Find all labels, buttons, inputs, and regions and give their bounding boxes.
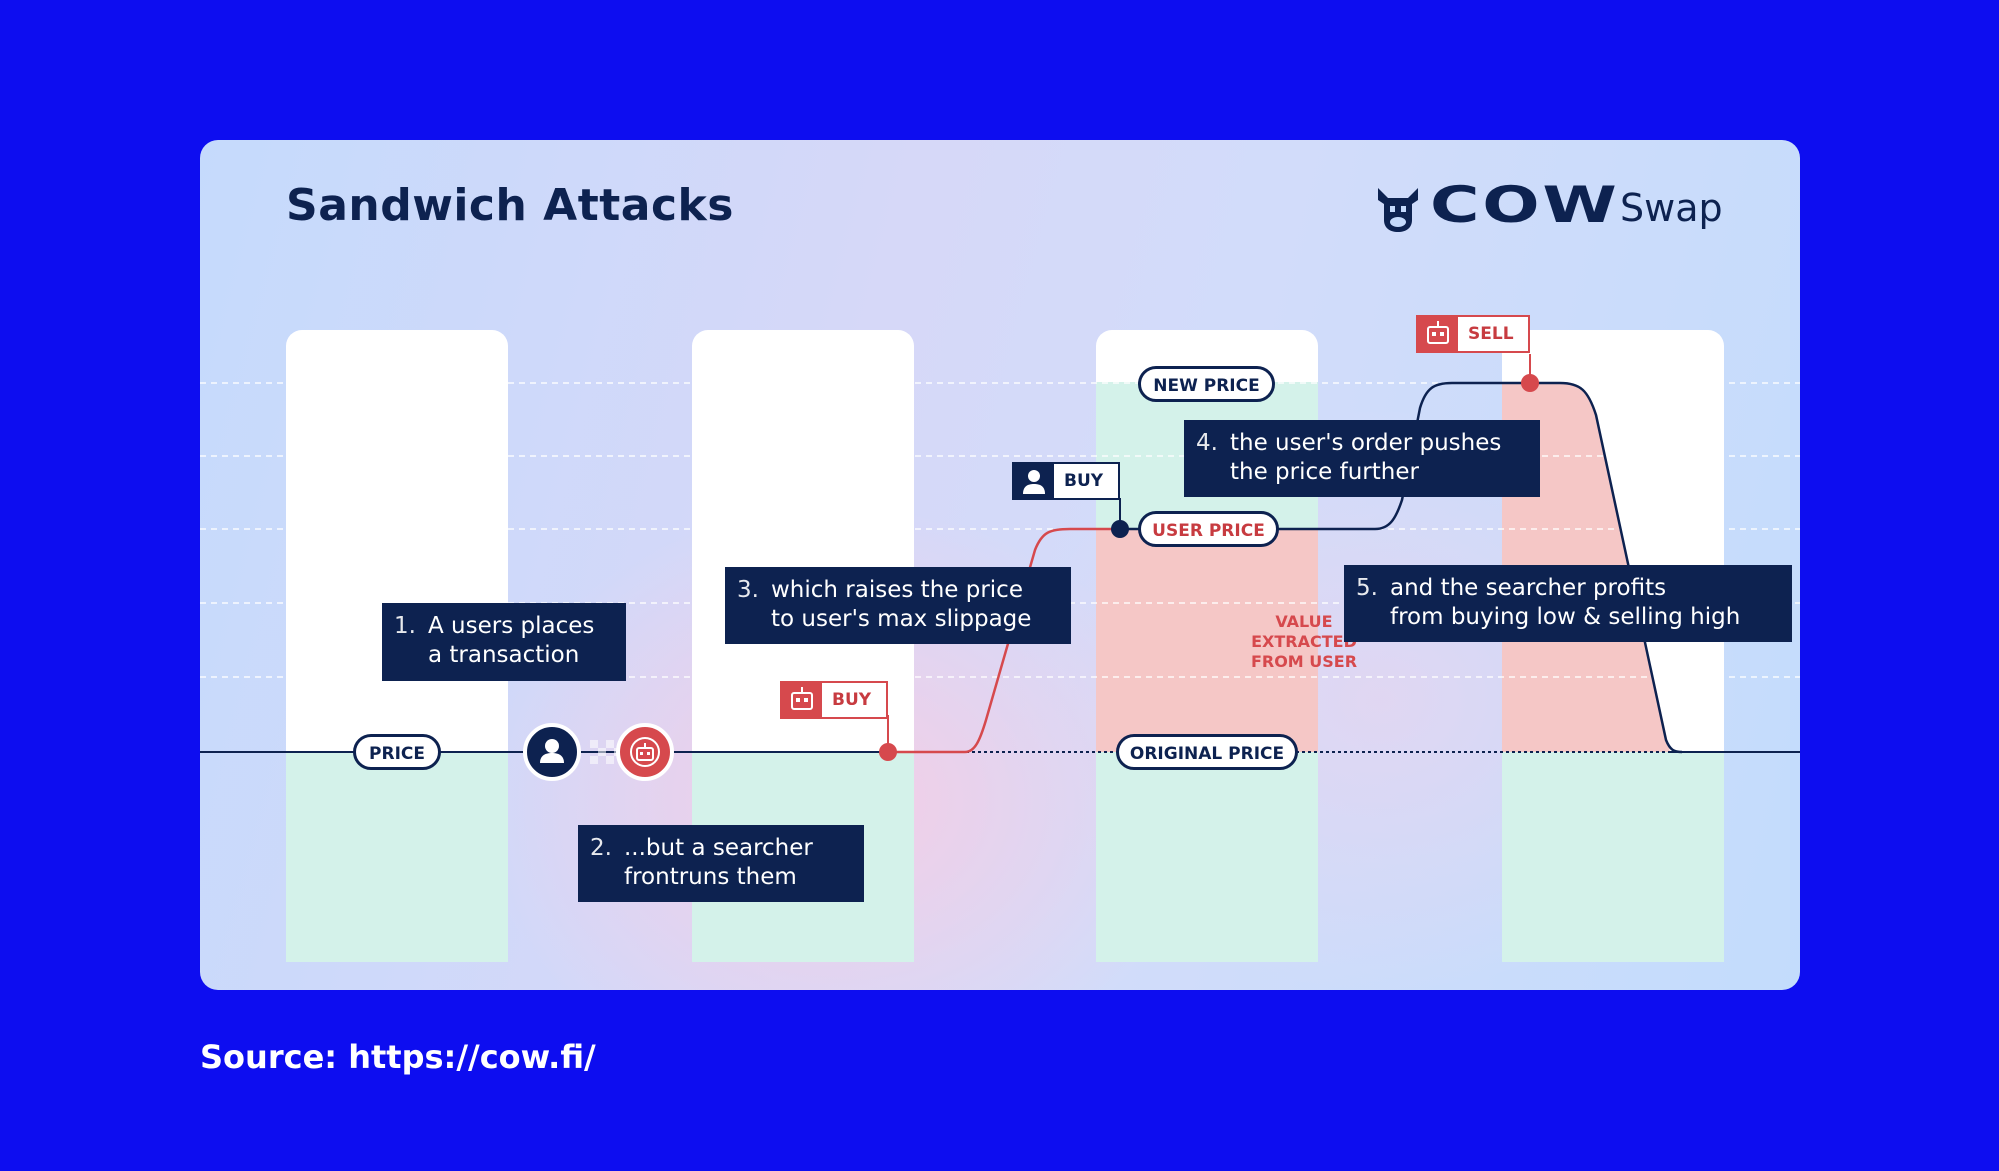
user-buy-tag: BUY xyxy=(1012,462,1120,500)
logo-wordmark: COW xyxy=(1430,176,1620,234)
step-text: ...but a searcher frontruns them xyxy=(624,835,813,890)
logo-suffix: Swap xyxy=(1620,186,1723,230)
user-badge xyxy=(523,723,581,781)
step-number: 2. xyxy=(590,835,612,861)
searcher-sell-tag: SELL xyxy=(1416,315,1530,353)
searcher-badge xyxy=(616,723,674,781)
column-1-base xyxy=(286,752,508,962)
column-4-base xyxy=(1502,752,1724,962)
source-caption: Source: https://cow.fi/ xyxy=(200,1038,596,1076)
step-2-callout: 2. ...but a searcher frontruns them xyxy=(578,825,864,902)
cowswap-logo: COW Swap xyxy=(1372,176,1732,240)
robot-icon xyxy=(1418,317,1458,351)
step-number: 4. xyxy=(1196,430,1218,456)
new-price-pill: NEW PRICE xyxy=(1138,366,1275,402)
user-icon xyxy=(1014,464,1054,498)
column-3-base xyxy=(1096,752,1318,962)
step-number: 5. xyxy=(1356,575,1378,601)
step-text: which raises the price to user's max sli… xyxy=(771,577,1032,632)
step-3-callout: 3. which raises the price to user's max … xyxy=(725,567,1071,644)
diagram-card: Sandwich Attacks COW Swap PRICE NEW PRIC… xyxy=(200,140,1800,990)
searcher-buy-label: BUY xyxy=(832,690,872,710)
robot-icon xyxy=(782,683,822,717)
step-text: and the searcher profits from buying low… xyxy=(1390,575,1741,630)
step-text: A users places a transaction xyxy=(428,613,595,668)
step-number: 3. xyxy=(737,577,759,603)
column-3-extracted-zone xyxy=(1096,529,1318,752)
user-buy-label: BUY xyxy=(1064,471,1104,491)
user-icon xyxy=(540,739,564,763)
user-price-pill: USER PRICE xyxy=(1138,511,1279,547)
searcher-sell-label: SELL xyxy=(1468,324,1514,344)
robot-icon xyxy=(630,737,660,767)
step-4-callout: 4. the user's order pushes the price fur… xyxy=(1184,420,1540,497)
price-pill: PRICE xyxy=(353,734,441,770)
searcher-sell-curve xyxy=(1530,381,1683,754)
step-number: 1. xyxy=(394,613,416,639)
step-5-callout: 5. and the searcher profits from buying … xyxy=(1344,565,1792,642)
page-title: Sandwich Attacks xyxy=(286,180,734,231)
step-text: the user's order pushes the price furthe… xyxy=(1230,430,1502,485)
cow-head-icon xyxy=(1378,188,1418,232)
value-extracted-label: VALUE EXTRACTED FROM USER xyxy=(1250,612,1358,671)
original-price-pill: ORIGINAL PRICE xyxy=(1116,734,1298,770)
step-1-callout: 1. A users places a transaction xyxy=(382,603,626,681)
searcher-buy-tag: BUY xyxy=(780,681,888,719)
